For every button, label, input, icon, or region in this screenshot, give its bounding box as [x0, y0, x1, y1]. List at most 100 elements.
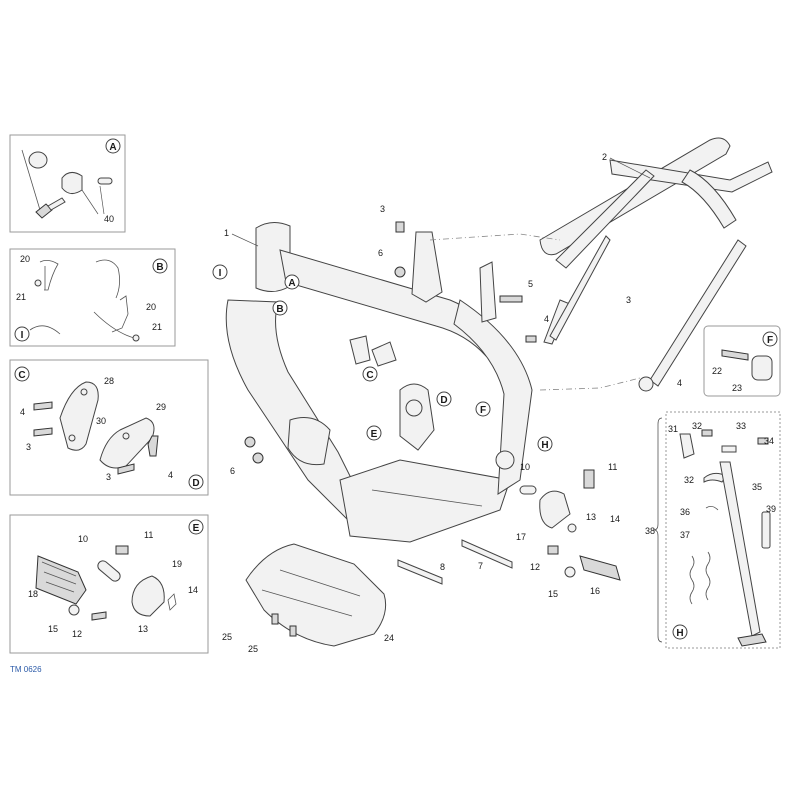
callout-20-i: 20: [146, 302, 156, 312]
detail-letter-h: H: [676, 628, 683, 639]
marker-letter-c: C: [366, 370, 373, 381]
detail-box-a: [9, 134, 126, 233]
detail-box-f: [703, 325, 781, 397]
callout-4-frame: 4: [544, 314, 549, 324]
detail-box-b: [9, 248, 176, 347]
callout-17: 17: [516, 532, 526, 542]
marker-i: [212, 264, 228, 280]
callout-4-sub: 4: [677, 378, 682, 388]
callout-15-e: 15: [48, 624, 58, 634]
marker-c: [362, 366, 378, 382]
callout-6-left: 6: [230, 466, 235, 476]
callout-20-b: 20: [20, 254, 30, 264]
callout-12-e: 12: [72, 629, 82, 639]
callout-34: 34: [764, 436, 774, 446]
callout-13-e: 13: [138, 624, 148, 634]
callout-16: 16: [590, 586, 600, 596]
detail-circle-e: [188, 519, 204, 535]
detail-circle-a: [105, 138, 121, 154]
callout-19: 19: [172, 559, 182, 569]
callout-3-d: 3: [106, 472, 111, 482]
callout-14-r: 14: [610, 514, 620, 524]
callout-15-r: 15: [548, 589, 558, 599]
callout-12-r: 12: [530, 562, 540, 572]
rear-subframe: [539, 137, 773, 392]
callout-14-e: 14: [188, 585, 198, 595]
callout-30: 30: [96, 416, 106, 426]
dash-line-2: [539, 377, 641, 391]
callout-11-r: 11: [608, 462, 617, 472]
bracket-38: [653, 417, 663, 643]
marker-letter-d: D: [440, 395, 447, 406]
detail-box-h: [665, 411, 781, 649]
detail-h-parts: [679, 429, 771, 647]
detail-circle-c: [14, 366, 30, 382]
frame-fasteners: [244, 221, 537, 585]
callout-39: 39: [766, 504, 776, 514]
callout-2: 2: [602, 152, 607, 162]
marker-letter-b: B: [276, 304, 283, 315]
callout-8: 8: [440, 562, 445, 572]
callout-21-i: 21: [152, 322, 162, 332]
callout-35: 35: [752, 482, 762, 492]
detail-a-parts: [21, 149, 113, 219]
callout-28: 28: [104, 376, 114, 386]
callout-38: 38: [645, 526, 655, 536]
callout-18: 18: [28, 589, 38, 599]
callout-5: 5: [528, 279, 533, 289]
footpeg-assembly-right: [519, 469, 621, 581]
detail-c-parts: [33, 381, 159, 475]
callout-4-d: 4: [168, 470, 173, 480]
callout-32-a: 32: [692, 421, 702, 431]
callout-6-top: 6: [378, 248, 383, 258]
marker-letter-h: H: [541, 440, 548, 451]
callout-3-sub: 3: [626, 295, 631, 305]
detail-letter-c: C: [18, 370, 25, 381]
reference-code: TM 0626: [10, 665, 42, 674]
callout-25-a: 25: [222, 632, 232, 642]
detail-circle-i: [14, 326, 30, 342]
callout-33: 33: [736, 421, 746, 431]
callout-37: 37: [680, 530, 690, 540]
callout-11-e: 11: [144, 530, 153, 540]
marker-letter-i: I: [219, 268, 222, 279]
main-frame: [225, 222, 533, 543]
marker-f: [475, 401, 491, 417]
detail-circle-f: [762, 331, 778, 347]
marker-letter-a: A: [288, 278, 295, 289]
detail-box-c: [9, 359, 209, 496]
detail-letter-i: I: [21, 330, 24, 341]
callout-3-top: 3: [380, 204, 385, 214]
detail-circle-h: [672, 624, 688, 640]
detail-e-parts: [35, 545, 177, 621]
detail-f-parts: [721, 349, 773, 381]
callout-40: 40: [104, 214, 114, 224]
callout-32-b: 32: [684, 475, 694, 485]
callout-1: 1: [224, 228, 229, 238]
marker-letter-f: F: [480, 405, 486, 416]
callout-36: 36: [680, 507, 690, 517]
callout-21-b: 21: [16, 292, 26, 302]
detail-letter-f: F: [767, 335, 773, 346]
callout-4-c: 4: [20, 407, 25, 417]
detail-circle-d: [188, 474, 204, 490]
callout-23: 23: [732, 383, 742, 393]
detail-letter-e: E: [193, 523, 200, 534]
dash-line-1: [429, 233, 561, 241]
callout-13-r: 13: [586, 512, 596, 522]
marker-e: [366, 425, 382, 441]
callout-3-c: 3: [26, 442, 31, 452]
marker-d: [436, 391, 452, 407]
callout-7: 7: [478, 561, 483, 571]
detail-circle-b: [152, 258, 168, 274]
detail-box-e: [9, 514, 209, 654]
callout-25-b: 25: [248, 644, 258, 654]
callout-10-r: 10: [520, 462, 530, 472]
marker-letter-e: E: [371, 429, 378, 440]
detail-letter-b: B: [156, 262, 163, 273]
skid-plate: [245, 543, 387, 647]
detail-letter-d: D: [192, 478, 199, 489]
callout-10-e: 10: [78, 534, 88, 544]
marker-a: [284, 274, 300, 290]
